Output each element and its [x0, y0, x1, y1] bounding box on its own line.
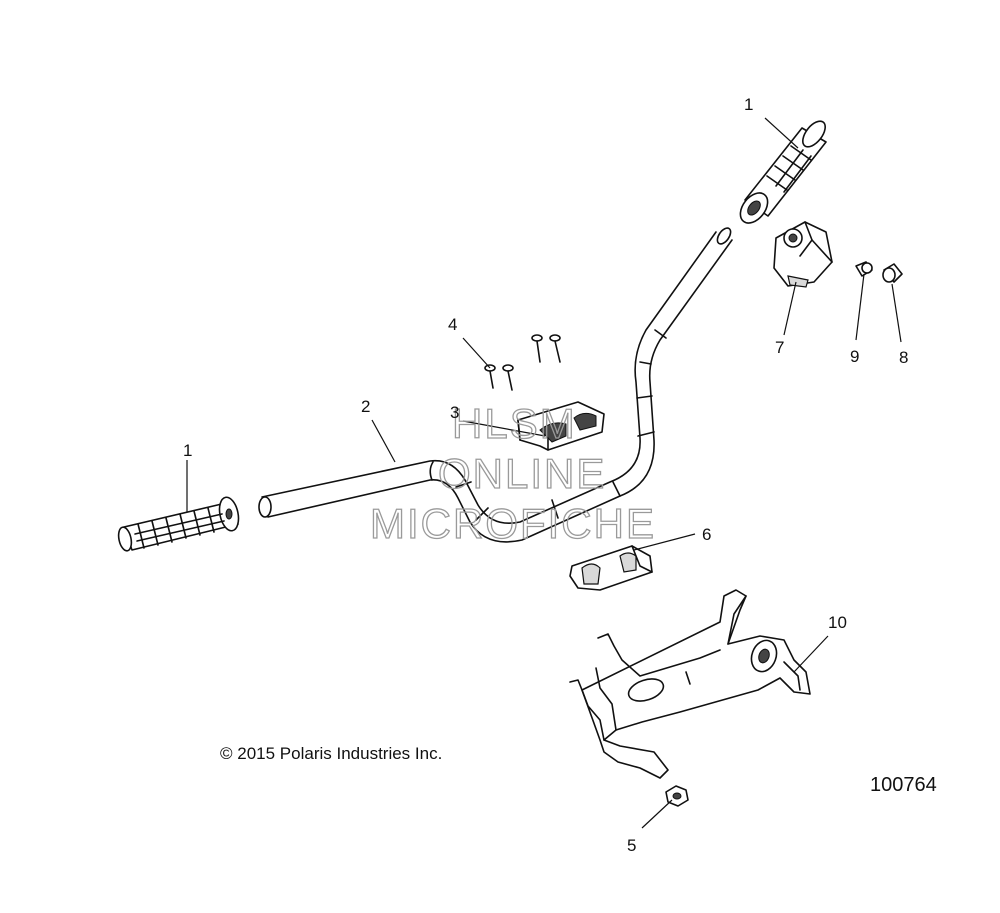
- callout-screws: 4: [448, 315, 457, 334]
- watermark-line-2: ONLINE: [438, 450, 606, 497]
- leader-lines: [186, 117, 902, 829]
- switch-housing: [773, 221, 833, 288]
- screw: [502, 364, 514, 391]
- cap: [855, 261, 873, 277]
- callout-cap: 9: [850, 347, 859, 366]
- screws: [484, 334, 561, 391]
- callout-labels: 1 1 2 3 4 5 6 7 8 9 10: [183, 95, 908, 855]
- document-number: 100764: [870, 774, 937, 796]
- callout-grip-left: 1: [183, 441, 192, 460]
- screw: [531, 334, 543, 363]
- grip-left: [117, 496, 240, 552]
- callout-switch-housing: 7: [775, 338, 784, 357]
- callout-nut: 5: [627, 836, 636, 855]
- screw: [484, 364, 496, 389]
- callout-plug: 8: [899, 348, 908, 367]
- copyright-notice: © 2015 Polaris Industries Inc.: [220, 744, 442, 763]
- callout-handlebar: 2: [361, 397, 370, 416]
- watermark-line-1: HLSM: [452, 400, 577, 447]
- callout-clamp-upper: 3: [450, 403, 459, 422]
- clamp-lower: [569, 545, 653, 591]
- plug: [882, 263, 903, 283]
- handlebar: [258, 227, 733, 543]
- screw: [549, 334, 561, 363]
- bracket: [569, 589, 811, 779]
- clamp-upper: [517, 401, 605, 451]
- watermark-line-3: MICROFICHE: [370, 500, 656, 547]
- grip-right: [739, 120, 827, 224]
- callout-grip-right: 1: [744, 95, 753, 114]
- callout-bracket: 10: [828, 613, 847, 632]
- watermark: HLSM ONLINE MICROFICHE: [369, 399, 656, 547]
- callout-clamp-lower: 6: [702, 525, 711, 544]
